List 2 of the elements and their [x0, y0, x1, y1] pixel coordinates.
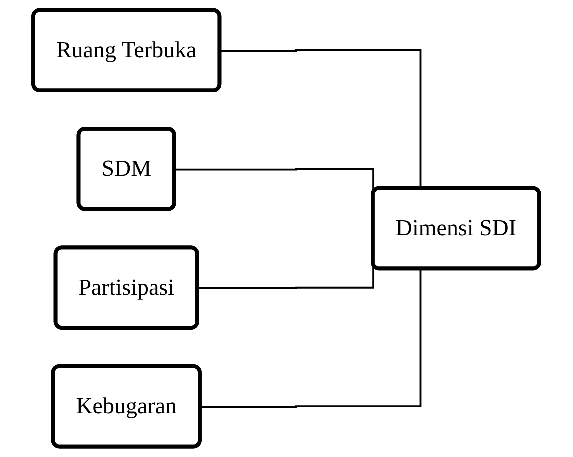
connector [220, 49, 422, 189]
connector [200, 269, 422, 408]
